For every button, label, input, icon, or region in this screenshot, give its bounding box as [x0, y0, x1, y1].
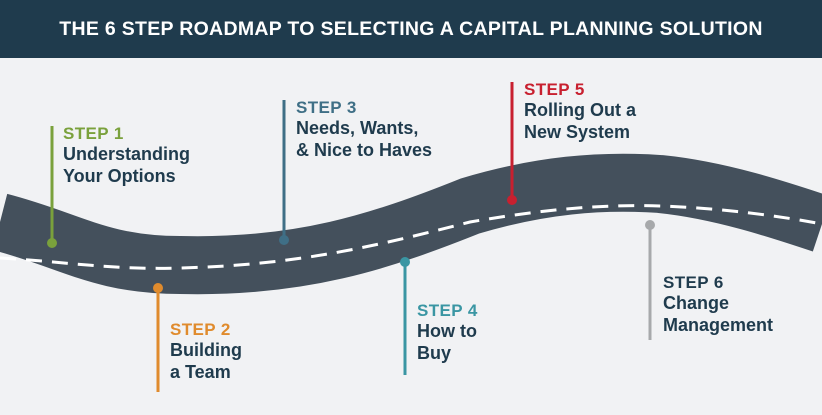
step-4: STEP 4 How to Buy — [417, 301, 478, 365]
page-title: THE 6 STEP ROADMAP TO SELECTING A CAPITA… — [59, 17, 763, 40]
step-6-line-2: Management — [663, 314, 774, 335]
step-1-line-1: Understanding — [63, 144, 191, 165]
step-5: STEP 5 Rolling Out a New System — [524, 80, 636, 144]
step-1-marker — [47, 126, 57, 248]
step-4-line-1: How to — [417, 321, 477, 342]
step-4-line-2: Buy — [417, 342, 452, 363]
step-2-label: STEP 2 — [170, 320, 231, 339]
step-5-marker — [507, 82, 517, 205]
road — [0, 153, 822, 295]
step-1-label: STEP 1 — [63, 124, 124, 143]
header-banner: THE 6 STEP ROADMAP TO SELECTING A CAPITA… — [0, 0, 822, 58]
step-3-label: STEP 3 — [296, 98, 357, 117]
step-5-line-2: New System — [524, 121, 631, 142]
step-1: STEP 1 Understanding Your Options — [63, 124, 190, 188]
step-4-marker — [400, 257, 410, 375]
road-center-dashes — [0, 204, 822, 270]
step-2-line-2: a Team — [170, 361, 231, 382]
step-2-line-1: Building — [170, 340, 242, 361]
step-4-label: STEP 4 — [417, 301, 478, 320]
step-1-line-2: Your Options — [63, 165, 176, 186]
step-6-line-1: Change — [663, 293, 730, 314]
step-5-line-1: Rolling Out a — [524, 100, 636, 121]
step-3-line-2: & Nice to Haves — [296, 139, 433, 160]
step-3: STEP 3 Needs, Wants, & Nice to Haves — [296, 98, 432, 162]
step-3-marker — [279, 100, 289, 245]
step-6-label: STEP 6 — [663, 273, 724, 292]
step-2-marker — [153, 283, 163, 392]
step-3-line-1: Needs, Wants, — [296, 118, 419, 139]
step-6-marker — [645, 220, 655, 340]
step-6: STEP 6 Change Management — [663, 273, 773, 337]
step-2: STEP 2 Building a Team — [170, 320, 242, 384]
step-5-label: STEP 5 — [524, 80, 585, 99]
